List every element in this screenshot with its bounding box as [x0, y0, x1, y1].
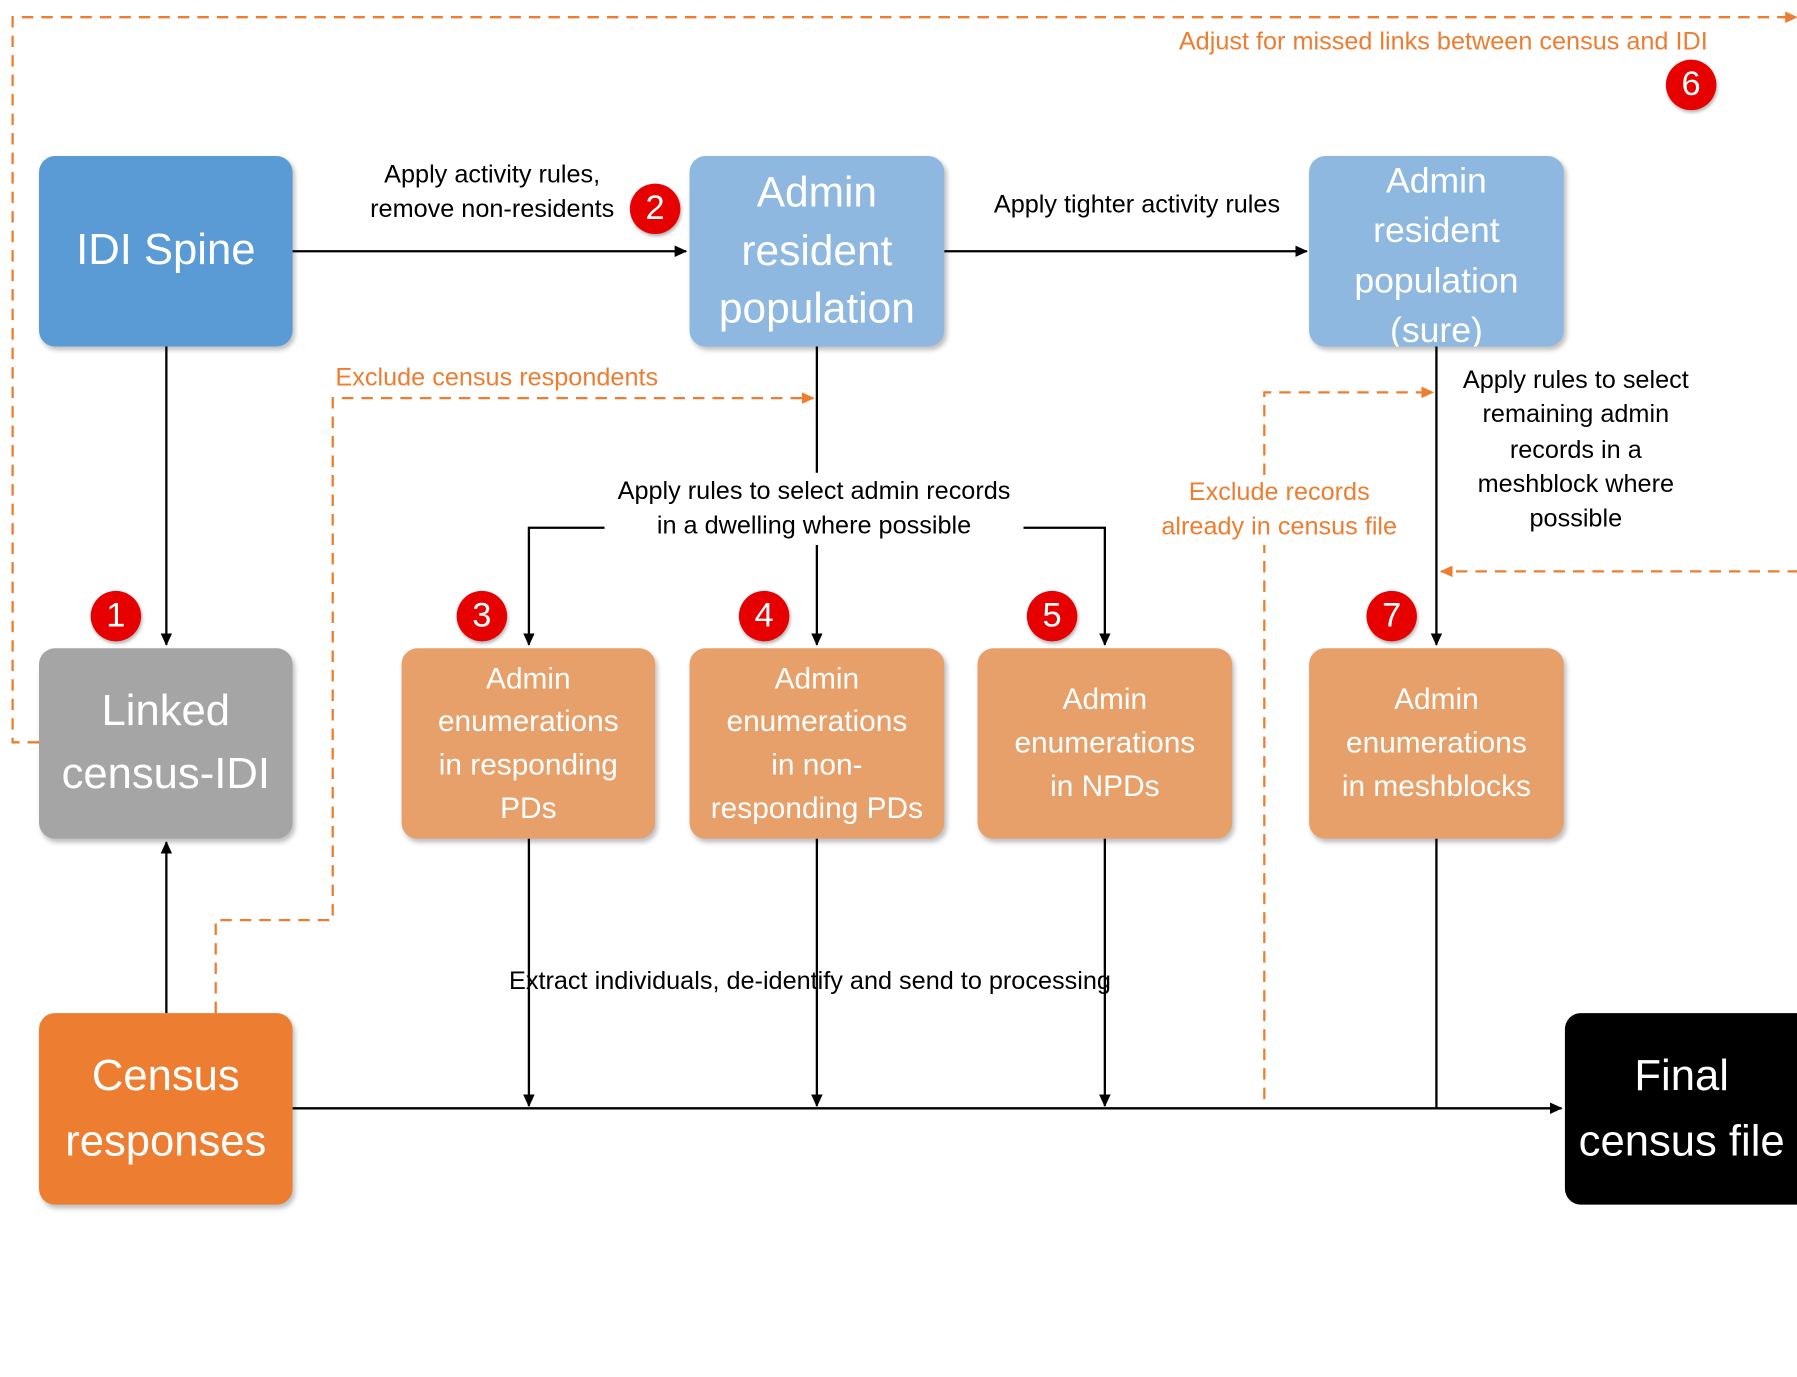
- admin-resident-sure-box[interactable]: Admin resident population (sure): [1309, 156, 1564, 347]
- npds-box[interactable]: Admin enumerations in NPDs: [977, 648, 1233, 839]
- select-meshblock-label: Apply rules to select remaining admin re…: [1454, 362, 1697, 537]
- admin-resident-population-label: Admin resident population: [718, 168, 915, 332]
- step-badge-1: 1: [90, 590, 142, 642]
- final-census-file-label: Final census file: [1578, 1052, 1785, 1166]
- census-responses-box[interactable]: Census responses: [39, 1013, 293, 1205]
- linked-census-idi-label: Linked census-IDI: [61, 687, 270, 799]
- arrow-to-responding: [523, 526, 605, 646]
- adjustment-arrows: [11, 11, 1797, 1100]
- step-badge-5: 5: [1026, 590, 1078, 642]
- step-badge-4: 4: [738, 590, 790, 642]
- responding-pds-box[interactable]: Admin enumerations in responding PDs: [401, 648, 656, 839]
- admin-resident-sure-label: Admin resident population (sure): [1354, 160, 1519, 347]
- npds-label: Admin enumerations in NPDs: [1014, 682, 1196, 803]
- extract-label: Extract individuals, de-identify and sen…: [509, 966, 1111, 995]
- step-badge-2: 2: [629, 183, 681, 235]
- non-responding-pds-label: Admin enumerations in non- responding PD…: [710, 660, 924, 825]
- step-badge-7: 7: [1366, 590, 1417, 642]
- arrow-exclude-respondents: [214, 392, 815, 1014]
- idi-spine-label: IDI Spine: [76, 226, 256, 275]
- exclude-records-label: Exclude records already in census file: [1154, 474, 1405, 545]
- arrow-to-npds: [1023, 526, 1111, 646]
- connector-lines: [11, 11, 1797, 1115]
- admin-resident-population-box[interactable]: Admin resident population: [689, 156, 945, 347]
- activity-rules-label: Apply activity rules, remove non-residen…: [360, 157, 625, 227]
- idi-spine-box[interactable]: IDI Spine: [39, 156, 293, 347]
- step-badge-6: 6: [1665, 59, 1717, 111]
- census-responses-label: Census responses: [65, 1052, 267, 1166]
- arrow-exclude-records: [1263, 386, 1435, 1100]
- arrow-missed-links: [11, 11, 1797, 744]
- tighter-rules-label: Apply tighter activity rules: [979, 187, 1295, 222]
- step-badge-3: 3: [456, 590, 508, 642]
- flow-arrows: [160, 245, 1563, 1115]
- missed-links-label: Adjust for missed links between census a…: [1163, 24, 1724, 59]
- select-dwelling-label: Apply rules to select admin records in a…: [604, 473, 1024, 544]
- non-responding-pds-box[interactable]: Admin enumerations in non- responding PD…: [689, 648, 945, 839]
- meshblocks-box[interactable]: Admin enumerations in meshblocks: [1309, 648, 1564, 839]
- meshblocks-label: Admin enumerations in meshblocks: [1341, 682, 1531, 803]
- exclude-respondents-label: Exclude census respondents: [330, 360, 664, 396]
- final-census-file-box[interactable]: Final census file: [1564, 1013, 1797, 1205]
- linked-census-idi-box[interactable]: Linked census-IDI: [39, 648, 293, 839]
- responding-pds-label: Admin enumerations in responding PDs: [437, 660, 619, 825]
